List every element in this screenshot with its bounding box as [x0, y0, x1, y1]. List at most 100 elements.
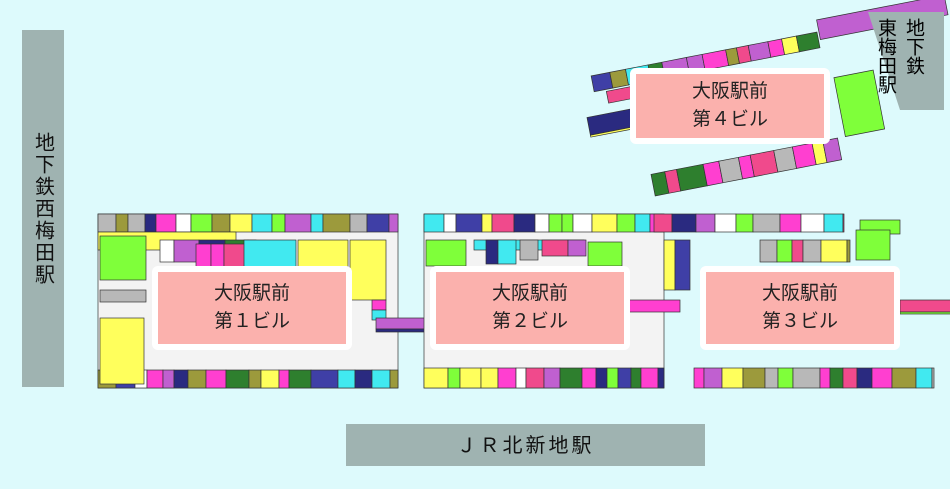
shop-block-78[interactable]	[525, 367, 545, 389]
shop-block-49[interactable]	[243, 239, 297, 269]
shop-block-16[interactable]	[366, 213, 390, 233]
shop-block-134[interactable]	[590, 71, 614, 93]
higashi-umeda-station[interactable]: 地下鉄 東梅田駅	[868, 12, 944, 110]
shop-block-110[interactable]	[742, 367, 766, 389]
shop-block-131[interactable]	[899, 299, 950, 313]
shop-block-113[interactable]	[792, 367, 821, 389]
shop-block-30[interactable]	[288, 369, 312, 389]
shop-block-58[interactable]	[443, 213, 457, 233]
shop-block-12[interactable]	[284, 213, 312, 233]
shop-block-80[interactable]	[559, 367, 583, 389]
shop-block-119[interactable]	[891, 367, 917, 389]
shop-block-150[interactable]	[676, 163, 708, 192]
shop-block-160[interactable]	[833, 69, 886, 137]
shop-block-77[interactable]	[515, 367, 527, 389]
shop-block-158[interactable]	[822, 137, 843, 163]
shop-block-6[interactable]	[175, 213, 192, 233]
shop-block-154[interactable]	[749, 150, 779, 178]
shop-block-124[interactable]	[759, 239, 778, 263]
shop-block-63[interactable]	[534, 213, 550, 233]
building-3-label[interactable]: 大阪駅前 第３ビル	[700, 266, 900, 350]
shop-block-111[interactable]	[764, 367, 779, 389]
shop-block-125[interactable]	[776, 239, 793, 263]
shop-block-51[interactable]	[349, 239, 387, 301]
shop-block-59[interactable]	[455, 213, 483, 233]
shop-block-127[interactable]	[802, 239, 822, 263]
shop-block-81[interactable]	[581, 367, 597, 389]
shop-block-22[interactable]	[162, 369, 175, 389]
shop-block-1[interactable]	[97, 213, 117, 233]
shop-block-2[interactable]	[115, 213, 129, 233]
shop-block-97[interactable]	[653, 213, 673, 233]
shop-block-25[interactable]	[205, 369, 227, 389]
shop-block-27[interactable]	[248, 369, 262, 389]
shop-block-23[interactable]	[173, 369, 189, 389]
shop-block-104[interactable]	[800, 213, 825, 233]
shop-block-88[interactable]	[425, 239, 467, 267]
shop-block-103[interactable]	[779, 213, 802, 233]
shop-block-32[interactable]	[337, 369, 356, 389]
shop-block-86[interactable]	[640, 367, 659, 389]
shop-block-10[interactable]	[251, 213, 273, 233]
shop-block-108[interactable]	[703, 367, 723, 389]
shop-block-73[interactable]	[447, 367, 461, 389]
shop-block-17[interactable]	[388, 213, 399, 233]
jr-kitashinchi-station[interactable]: ＪＲ北新地駅	[346, 424, 705, 466]
shop-block-99[interactable]	[695, 213, 716, 233]
shop-block-35[interactable]	[389, 369, 399, 389]
shop-block-40[interactable]	[159, 239, 175, 263]
shop-block-109[interactable]	[721, 367, 744, 389]
shop-block-101[interactable]	[735, 213, 754, 233]
shop-block-11[interactable]	[271, 213, 286, 233]
shop-block-60[interactable]	[481, 213, 493, 233]
shop-block-126[interactable]	[791, 239, 804, 263]
shop-block-115[interactable]	[829, 367, 844, 389]
shop-block-117[interactable]	[856, 367, 873, 389]
shop-block-8[interactable]	[211, 213, 231, 233]
shop-block-37[interactable]	[99, 235, 147, 281]
shop-block-33[interactable]	[354, 369, 373, 389]
shop-block-29[interactable]	[278, 369, 290, 389]
nishi-umeda-station[interactable]: 地下鉄西梅田駅	[22, 30, 64, 387]
shop-block-28[interactable]	[260, 369, 280, 389]
shop-block-122[interactable]	[663, 239, 676, 291]
shop-block-143[interactable]	[747, 41, 772, 62]
shop-block-90[interactable]	[485, 239, 499, 265]
shop-block-84[interactable]	[617, 367, 632, 389]
shop-block-132[interactable]	[899, 311, 950, 315]
shop-block-85[interactable]	[630, 367, 642, 389]
shop-block-75[interactable]	[480, 367, 499, 389]
shop-block-66[interactable]	[572, 213, 593, 233]
shop-block-129[interactable]	[846, 239, 851, 263]
shop-block-31[interactable]	[310, 369, 339, 389]
shop-block-34[interactable]	[371, 369, 391, 389]
shop-block-15[interactable]	[349, 213, 368, 233]
shop-block-105[interactable]	[823, 213, 844, 233]
shop-block-9[interactable]	[229, 213, 253, 233]
shop-block-54[interactable]	[375, 317, 429, 330]
building-2-label[interactable]: 大阪駅前 第２ビル	[430, 266, 630, 350]
shop-block-64[interactable]	[548, 213, 563, 233]
shop-block-133[interactable]	[855, 229, 891, 261]
shop-block-120[interactable]	[915, 367, 933, 389]
shop-block-4[interactable]	[144, 213, 157, 233]
shop-block-38[interactable]	[99, 289, 147, 303]
shop-block-7[interactable]	[190, 213, 213, 233]
shop-block-94[interactable]	[567, 239, 587, 257]
shop-block-92[interactable]	[519, 239, 539, 261]
shop-block-121[interactable]	[931, 367, 935, 389]
shop-block-24[interactable]	[187, 369, 207, 389]
shop-block-13[interactable]	[310, 213, 324, 233]
shop-block-5[interactable]	[155, 213, 177, 233]
shop-block-72[interactable]	[423, 367, 449, 389]
shop-block-61[interactable]	[491, 213, 515, 233]
shop-block-146[interactable]	[795, 31, 821, 53]
shop-block-74[interactable]	[459, 367, 482, 389]
shop-block-39[interactable]	[99, 317, 145, 385]
shop-block-91[interactable]	[497, 239, 517, 265]
shop-block-93[interactable]	[541, 239, 569, 257]
shop-block-98[interactable]	[671, 213, 697, 233]
shop-block-112[interactable]	[777, 367, 794, 389]
shop-block-76[interactable]	[497, 367, 517, 389]
shop-block-55[interactable]	[375, 328, 429, 333]
